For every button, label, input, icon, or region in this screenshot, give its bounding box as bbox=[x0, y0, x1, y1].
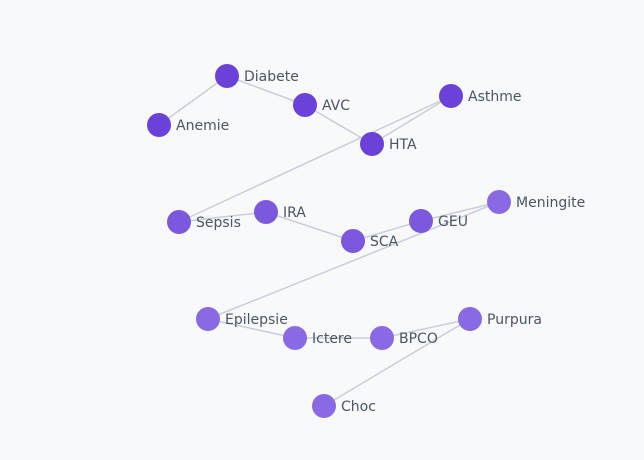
node-circle-sca[interactable] bbox=[341, 229, 365, 253]
node-label-asthme: Asthme bbox=[468, 89, 521, 105]
edge-epilepsie-ictere bbox=[207, 318, 296, 339]
node-circle-geu[interactable] bbox=[409, 209, 433, 233]
node-label-meningite: Meningite bbox=[516, 195, 585, 211]
node-label-avc: AVC bbox=[322, 98, 350, 114]
node-hta[interactable]: HTA bbox=[360, 132, 417, 156]
node-circle-meningite[interactable] bbox=[487, 190, 511, 214]
node-circle-ictere[interactable] bbox=[283, 326, 307, 350]
edge-meningite-epilepsie bbox=[207, 201, 500, 320]
edge-purpura-choc bbox=[323, 318, 471, 407]
node-epilepsie[interactable]: Epilepsie bbox=[196, 307, 288, 331]
edge-asthme-sepsis bbox=[178, 95, 452, 223]
node-circle-avc[interactable] bbox=[293, 93, 317, 117]
node-label-choc: Choc bbox=[341, 399, 376, 415]
node-circle-choc[interactable] bbox=[312, 394, 336, 418]
node-ictere[interactable]: Ictere bbox=[283, 326, 352, 350]
node-label-anemie: Anemie bbox=[176, 118, 229, 134]
node-sepsis[interactable]: Sepsis bbox=[167, 210, 241, 234]
node-circle-diabete[interactable] bbox=[215, 64, 239, 88]
node-avc[interactable]: AVC bbox=[293, 93, 350, 117]
node-label-diabete: Diabete bbox=[244, 69, 299, 85]
node-geu[interactable]: GEU bbox=[409, 209, 468, 233]
node-circle-sepsis[interactable] bbox=[167, 210, 191, 234]
edge-bpco-purpura bbox=[381, 318, 471, 339]
node-label-hta: HTA bbox=[389, 137, 417, 153]
node-label-bpco: BPCO bbox=[399, 331, 438, 347]
node-label-ictere: Ictere bbox=[312, 331, 352, 347]
node-circle-hta[interactable] bbox=[360, 132, 384, 156]
node-circle-ira[interactable] bbox=[254, 200, 278, 224]
edge-diabete-anemie bbox=[158, 75, 228, 126]
node-label-epilepsie: Epilepsie bbox=[225, 312, 288, 328]
node-circle-epilepsie[interactable] bbox=[196, 307, 220, 331]
node-bpco[interactable]: BPCO bbox=[370, 326, 438, 350]
node-label-sepsis: Sepsis bbox=[196, 215, 241, 231]
edge-ira-sca bbox=[265, 211, 354, 242]
edge-geu-meningite bbox=[420, 201, 500, 222]
node-label-geu: GEU bbox=[438, 214, 468, 230]
node-label-ira: IRA bbox=[283, 205, 306, 221]
node-circle-bpco[interactable] bbox=[370, 326, 394, 350]
node-diabete[interactable]: Diabete bbox=[215, 64, 299, 88]
node-circle-asthme[interactable] bbox=[439, 84, 463, 108]
node-purpura[interactable]: Purpura bbox=[458, 307, 542, 331]
edges-layer bbox=[158, 75, 500, 407]
node-ira[interactable]: IRA bbox=[254, 200, 306, 224]
node-circle-purpura[interactable] bbox=[458, 307, 482, 331]
node-circle-anemie[interactable] bbox=[147, 113, 171, 137]
node-label-purpura: Purpura bbox=[487, 312, 542, 328]
node-sca[interactable]: SCA bbox=[341, 229, 399, 253]
node-asthme[interactable]: Asthme bbox=[439, 84, 521, 108]
edge-diabete-avc bbox=[226, 75, 306, 106]
node-meningite[interactable]: Meningite bbox=[487, 190, 585, 214]
node-anemie[interactable]: Anemie bbox=[147, 113, 229, 137]
edge-sepsis-ira bbox=[178, 211, 267, 223]
node-label-sca: SCA bbox=[370, 234, 399, 250]
node-choc[interactable]: Choc bbox=[312, 394, 376, 418]
edge-hta-asthme bbox=[371, 95, 452, 145]
